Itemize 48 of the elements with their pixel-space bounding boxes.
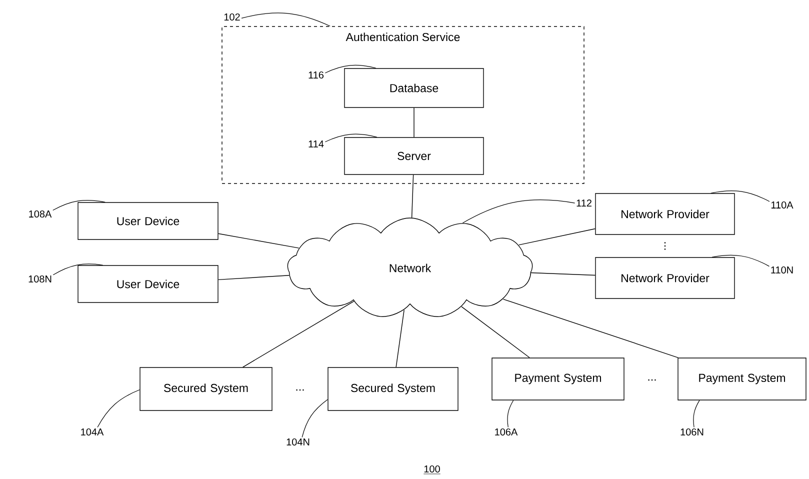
reference-number: 106A	[495, 428, 518, 436]
leader-line	[712, 254, 770, 267]
connector-line	[518, 228, 596, 246]
system-box: Secured System	[328, 367, 458, 411]
reference-number: 108A	[29, 210, 52, 218]
ellipsis-mark: ...	[664, 242, 666, 250]
leader-line	[324, 64, 376, 74]
reference-number: 112	[576, 200, 592, 206]
leader-line	[241, 12, 330, 26]
database-box: Database	[344, 68, 484, 108]
leader-line	[710, 190, 770, 202]
connector-line	[396, 310, 404, 368]
leader-line	[52, 200, 106, 211]
reference-number: 110N	[771, 266, 793, 274]
system-box: Payment System	[678, 358, 806, 400]
leader-line	[302, 399, 328, 438]
reference-number: 104N	[286, 438, 310, 446]
reference-number: 114	[308, 140, 324, 148]
reference-number: 116	[308, 71, 324, 79]
reference-number: 108N	[28, 275, 52, 283]
ellipsis-mark: ...	[296, 389, 304, 391]
device-box: User Device	[78, 202, 218, 240]
system-box: Payment System	[492, 358, 624, 400]
connector-line	[530, 272, 596, 276]
server-box: Server	[344, 137, 484, 175]
connector-line	[218, 233, 300, 248]
device-box: User Device	[78, 265, 218, 303]
system-box: Secured System	[140, 367, 272, 411]
leader-line	[462, 200, 576, 224]
network-cloud: Network	[287, 218, 533, 317]
leader-line	[693, 400, 700, 428]
leader-line	[52, 264, 104, 276]
connector-line	[411, 174, 414, 218]
connector-line	[218, 275, 290, 280]
connector-line	[242, 300, 354, 368]
provider-box: Network Provider	[595, 193, 735, 235]
reference-number: 104A	[81, 428, 104, 436]
ellipsis-mark: ...	[648, 379, 656, 381]
connector-line	[502, 298, 678, 358]
leader-line	[507, 400, 514, 428]
leader-line	[97, 389, 140, 428]
reference-number: 106N	[680, 428, 704, 436]
connector-line	[461, 306, 530, 358]
reference-number: 110A	[771, 201, 794, 209]
reference-number: 102	[224, 13, 240, 21]
provider-box: Network Provider	[595, 257, 735, 299]
leader-line	[324, 134, 378, 142]
figure-number: 100	[423, 465, 441, 474]
